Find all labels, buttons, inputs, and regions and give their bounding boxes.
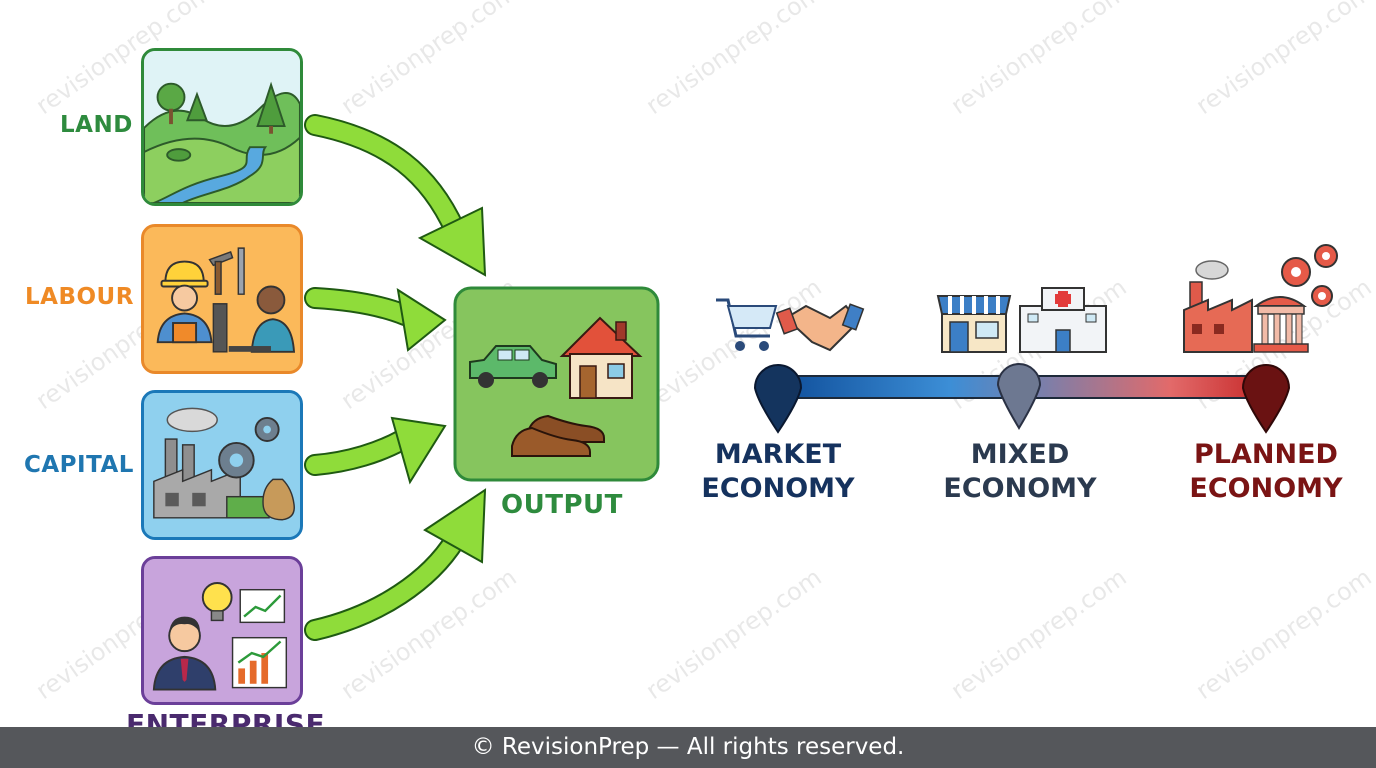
factor-label-labour: LABOUR [25,284,134,310]
workers-icon [144,227,300,371]
government-building-icon [1252,296,1309,353]
arrow-labour-to-output [304,287,447,352]
handshake-icon [775,303,865,352]
shoes-icon [511,414,605,457]
factory-money-icon [144,393,300,537]
output-label: OUTPUT [501,490,623,520]
shopping-cart-icon [716,298,778,351]
planned-economy-pin [1241,364,1291,434]
mixed-economy-line1: MIXED [970,439,1070,470]
enterprise-card [141,556,303,705]
hospital-icon [1019,287,1107,353]
market-economy-label: MARKET ECONOMY [648,438,908,506]
arrow-capital-to-output [304,416,447,485]
factor-label-land: LAND [60,112,133,138]
land-card [141,48,303,206]
mixed-economy-line2: ECONOMY [943,473,1097,504]
labour-card [141,224,303,374]
copyright-footer: © RevisionPrep — All rights reserved. [0,727,1376,768]
arrow-enterprise-to-output [304,488,487,641]
car-icon [469,345,557,388]
planned-economy-label: PLANNED ECONOMY [1136,438,1376,506]
planned-economy-line2: ECONOMY [1189,473,1343,504]
gears-icon [1281,244,1338,307]
entrepreneur-icon [144,559,300,702]
mixed-economy-pin [996,363,1042,430]
arrow-land-to-output [304,114,487,277]
capital-card [141,390,303,540]
mixed-economy-label: MIXED ECONOMY [890,438,1150,506]
house-icon [559,316,643,399]
market-economy-line2: ECONOMY [701,473,855,504]
factory-icon [1183,260,1253,353]
factor-label-capital: CAPITAL [24,452,134,478]
planned-economy-line1: PLANNED [1194,439,1338,470]
shop-icon [936,295,1012,353]
market-economy-pin [753,364,803,434]
market-economy-line1: MARKET [714,439,842,470]
landscape-icon [144,51,300,203]
